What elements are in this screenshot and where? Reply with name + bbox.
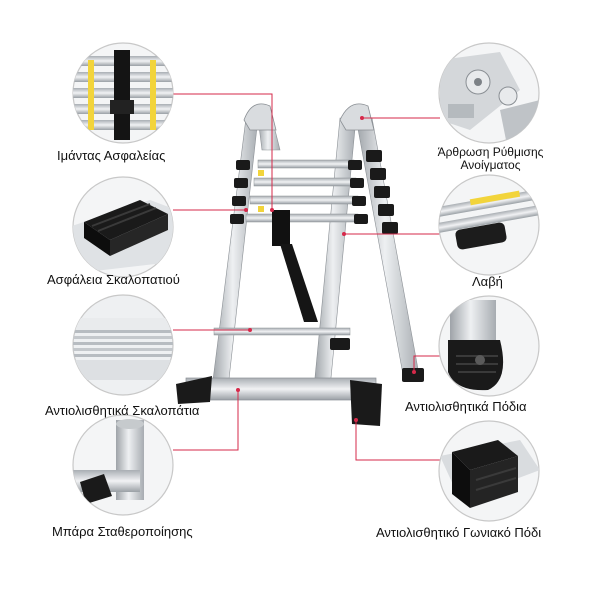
anti-slip-foot-icon [448,300,504,391]
right-top-hinge [339,103,375,131]
anti-slip-step-icon [73,318,173,380]
middle-rung [213,327,351,336]
right-rear-rail [355,117,421,381]
anti-slip-feet-label: Αντιολισθητικά Πόδια [405,399,527,414]
corner-foot-detail-circle [438,420,540,522]
left-front-rail [211,117,259,389]
anti-slip-steps-detail-circle [72,294,174,396]
step-lock-icon [73,200,173,275]
hinge-label-line2: Ανοίγματος [460,158,521,172]
step-lock-label: Ασφάλεια Σκαλοπατιού [47,272,180,287]
handle-label: Λαβή [472,274,503,289]
strap-label: Ιμάντας Ασφαλείας [57,148,166,163]
handle-detail-circle [438,174,540,276]
hinge-label-line1: Άρθρωση Ρύθμισης [437,145,544,159]
telescopic-ladder [176,103,424,426]
rail-clamps [230,150,398,234]
rear-right-foot [402,368,424,382]
anti-slip-steps-label: Αντιολισθητικά Σκαλοπάτια [45,403,200,418]
stabilizer-bar-icon [73,419,144,504]
corner-foot-label: Αντιολισθητικό Γωνιακό Πόδι [376,525,542,540]
bottom-stabilizer-bar [176,376,382,426]
left-top-hinge [243,103,277,131]
safety-strap [272,210,318,322]
hinge-label: Άρθρωση Ρύθμισης Ανοίγματος [418,146,563,172]
handle-icon [439,187,539,250]
stabilizer-bar-label: Μπάρα Σταθεροποίησης [52,524,193,539]
hinge-detail-circle [438,42,540,144]
hinge-joint-icon [440,52,539,143]
anti-slip-feet-detail-circle [438,295,540,397]
stabilizer-bar-detail-circle [72,414,174,516]
corner-foot-icon [440,440,539,508]
step-lock-detail-circle [72,176,174,278]
leader-lines [167,93,440,461]
strap-detail-circle [72,42,174,144]
safety-strap-icon [73,50,173,140]
